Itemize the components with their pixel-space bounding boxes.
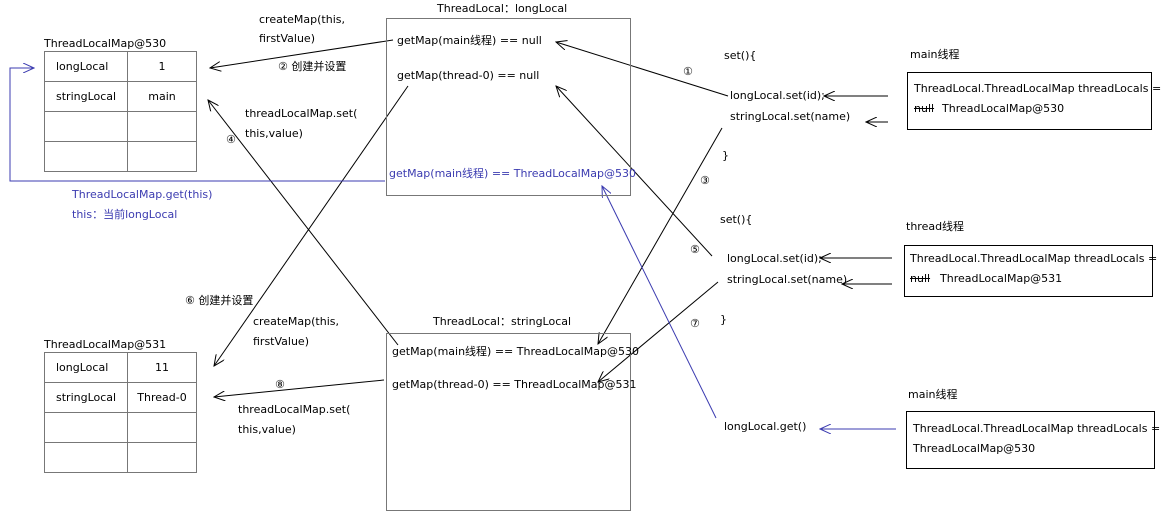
panel-thread-new: ThreadLocalMap@531 <box>940 272 1063 285</box>
panel-thread: ThreadLocal.ThreadLocalMap threadLocals … <box>904 245 1157 297</box>
step-6-label: ⑥ 创建并设置 <box>185 294 254 307</box>
panel-main1: ThreadLocal.ThreadLocalMap threadLocals … <box>907 72 1161 130</box>
table-row: longLocal 1 <box>44 51 197 82</box>
step-8-label: ⑧ <box>275 378 285 391</box>
map530-value <box>127 111 197 142</box>
code-main-line1: longLocal.set(id); <box>730 89 825 102</box>
code-main-line2: stringLocal.set(name) <box>730 110 851 123</box>
create-map-label: createMap(this, <box>253 315 339 328</box>
tl-long-title: ThreadLocal：longLocal <box>437 2 568 15</box>
panel-main2-line2: ThreadLocalMap@530 <box>913 442 1036 455</box>
this-current-label: this：当前longLocal <box>72 208 178 221</box>
map531-key: stringLocal <box>44 382 128 413</box>
tl-string-title: ThreadLocal：stringLocal <box>433 315 572 328</box>
tl-long-line2: getMap(thread-0) == null <box>397 69 540 82</box>
map531-key <box>44 412 128 443</box>
panel-thread-old: null <box>910 272 931 285</box>
step-2-label: ② 创建并设置 <box>278 60 347 73</box>
map530-key <box>44 141 128 172</box>
map530-value: main <box>127 81 197 112</box>
panel-main1-line1: ThreadLocal.ThreadLocalMap threadLocals … <box>914 82 1162 95</box>
tl-long-line3: getMap(main线程) == ThreadLocalMap@530 <box>389 167 636 180</box>
panel-thread-title: thread线程 <box>906 220 965 233</box>
map530-key: stringLocal <box>44 81 128 112</box>
map531-value <box>127 442 197 473</box>
tlm-set-label: this,value) <box>238 423 296 436</box>
map531-value <box>127 412 197 443</box>
map530-table: longLocal 1 stringLocal main <box>44 51 197 172</box>
map531-value: 11 <box>127 352 197 383</box>
arrow-get-to-longlocal <box>602 186 717 419</box>
create-map-label: createMap(this, <box>259 13 345 26</box>
map530-key <box>44 111 128 142</box>
map530-key: longLocal <box>44 51 128 82</box>
step-4-label: ④ <box>226 133 236 146</box>
map530-value <box>127 141 197 172</box>
arrow-step4 <box>208 100 399 346</box>
map530-title: ThreadLocalMap@530 <box>44 37 167 50</box>
arrow-step1 <box>556 42 729 97</box>
code-thread-open: set(){ <box>720 213 753 226</box>
map531-table: longLocal 11 stringLocal Thread-0 <box>44 352 197 473</box>
arrow-step6 <box>214 85 409 366</box>
panel-main1-new: ThreadLocalMap@530 <box>942 102 1065 115</box>
step-7-label: ⑦ <box>690 317 700 330</box>
code-thread-close: } <box>720 313 727 326</box>
tl-long-box <box>386 18 631 196</box>
panel-main1-title: main线程 <box>910 48 960 61</box>
code-thread-line1: longLocal.set(id); <box>727 252 822 265</box>
panel-main2: ThreadLocal.ThreadLocalMap threadLocals … <box>906 411 1160 469</box>
step-5-label: ⑤ <box>690 243 700 256</box>
table-row <box>44 141 197 172</box>
tl-long-line1: getMap(main线程) == null <box>397 34 542 47</box>
table-row: longLocal 11 <box>44 352 197 383</box>
tl-string-line2: getMap(thread-0) == ThreadLocalMap@531 <box>392 378 637 391</box>
map530-value: 1 <box>127 51 197 82</box>
code-thread-line2: stringLocal.set(name) <box>727 273 848 286</box>
tlm-set-label: threadLocalMap.set( <box>245 107 358 120</box>
tl-string-line1: getMap(main线程) == ThreadLocalMap@530 <box>392 345 639 358</box>
arrow-step5 <box>556 86 713 257</box>
tlm-get-label: ThreadLocalMap.get(this) <box>72 188 213 201</box>
code-main-close: } <box>722 149 729 162</box>
step-3-label: ③ <box>700 174 710 187</box>
code-get: longLocal.get() <box>724 420 807 433</box>
tlm-set-label: this,value) <box>245 127 303 140</box>
map531-key <box>44 442 128 473</box>
arrow-step8 <box>214 379 385 397</box>
tl-string-box <box>386 333 631 511</box>
panel-main1-old: null <box>914 102 935 115</box>
arrow-return-map530 <box>9 68 385 182</box>
table-row: stringLocal main <box>44 81 197 112</box>
map531-key: longLocal <box>44 352 128 383</box>
table-row <box>44 442 197 473</box>
table-row <box>44 412 197 443</box>
panel-main2-line1: ThreadLocal.ThreadLocalMap threadLocals … <box>913 422 1161 435</box>
arrow-step7 <box>598 281 719 382</box>
create-map-label: firstValue) <box>259 32 315 45</box>
arrow-step2 <box>210 39 394 68</box>
map531-title: ThreadLocalMap@531 <box>44 338 167 351</box>
tlm-set-label: threadLocalMap.set( <box>238 403 351 416</box>
panel-thread-line1: ThreadLocal.ThreadLocalMap threadLocals … <box>910 252 1158 265</box>
panel-main2-title: main线程 <box>908 388 958 401</box>
arrow-step3 <box>598 127 723 344</box>
step-1-label: ① <box>683 65 693 78</box>
code-main-open: set(){ <box>724 49 757 62</box>
table-row <box>44 111 197 142</box>
map531-value: Thread-0 <box>127 382 197 413</box>
table-row: stringLocal Thread-0 <box>44 382 197 413</box>
create-map-label: firstValue) <box>253 335 309 348</box>
